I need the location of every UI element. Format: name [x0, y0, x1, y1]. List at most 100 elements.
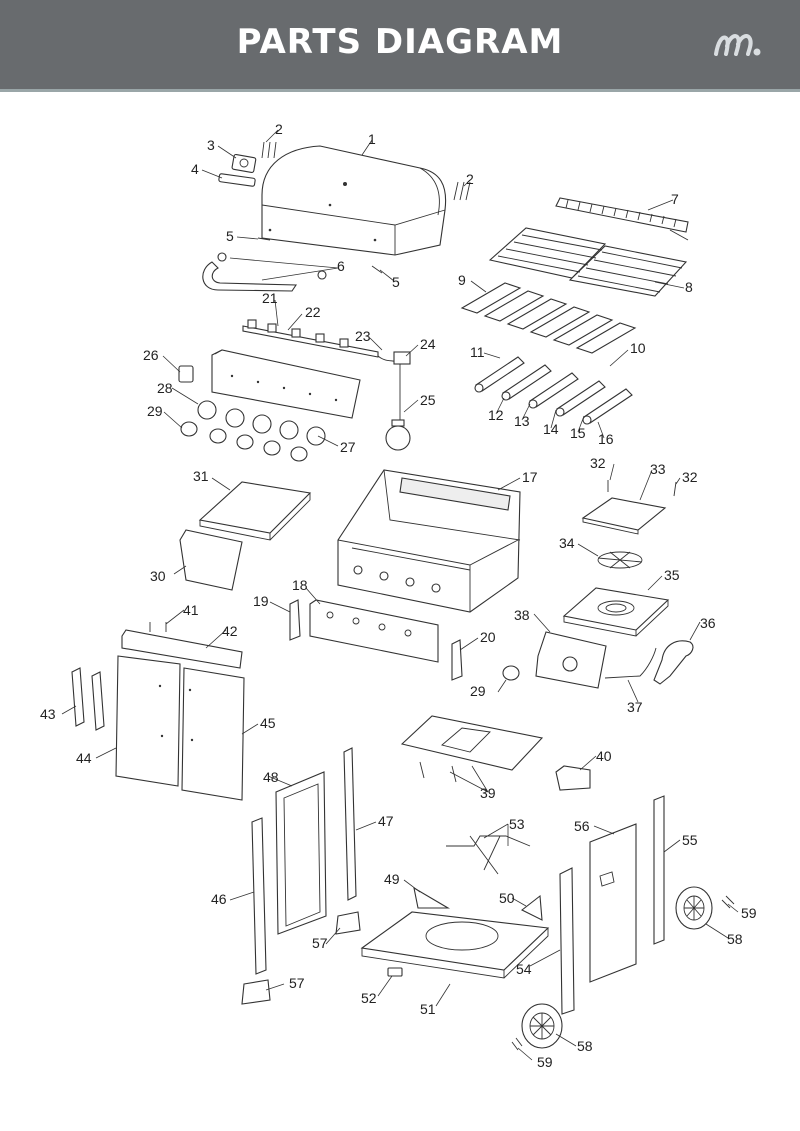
- callout: 10: [630, 340, 646, 356]
- part-side-knob: [502, 665, 520, 681]
- callout: 45: [260, 715, 276, 731]
- callout: 17: [522, 469, 538, 485]
- part-lid-handle: [202, 252, 327, 292]
- part-doors: [115, 655, 245, 801]
- callout: 30: [150, 568, 166, 584]
- callout: 19: [253, 593, 269, 609]
- callout: 15: [570, 425, 586, 441]
- callout: 25: [420, 392, 436, 408]
- part-lid: [261, 145, 447, 256]
- callout: 59: [741, 905, 757, 921]
- callout: 16: [598, 431, 614, 447]
- part-side-burner-control: [535, 631, 607, 689]
- callout: 34: [559, 535, 575, 551]
- callout: 6: [337, 258, 345, 274]
- callout: 55: [682, 832, 698, 848]
- part-control-panel: [211, 349, 361, 419]
- callout: 2: [466, 171, 474, 187]
- callout: 22: [305, 304, 321, 320]
- callout: 28: [157, 380, 173, 396]
- callout: 13: [514, 413, 530, 429]
- part-lower-front-panel: [309, 599, 439, 663]
- part-knobs-bezels: [180, 400, 326, 462]
- part-tank-holder: [446, 835, 531, 875]
- callout: 40: [596, 748, 612, 764]
- callout: 29: [470, 683, 486, 699]
- callout: 58: [577, 1038, 593, 1054]
- callout: 29: [147, 403, 163, 419]
- callout: 41: [183, 602, 199, 618]
- part-bolts-5: [257, 237, 383, 274]
- part-brackets: [289, 599, 463, 681]
- brand-m-logo-icon: [714, 34, 761, 56]
- callout: 37: [627, 699, 643, 715]
- callout: 32: [682, 469, 698, 485]
- callout: 36: [700, 615, 716, 631]
- callout: 1: [368, 131, 376, 147]
- part-grease-tray: [400, 715, 544, 783]
- callout: 14: [543, 421, 559, 437]
- part-hose-regulator: [377, 351, 411, 451]
- callout: 5: [226, 228, 234, 244]
- callout: 21: [262, 290, 278, 306]
- callout: 58: [727, 931, 743, 947]
- callout: 42: [222, 623, 238, 639]
- header-banner: PARTS DIAGRAM: [0, 0, 800, 92]
- callout: 3: [207, 137, 215, 153]
- callout: 4: [191, 161, 199, 177]
- part-shelf-end-cap: [179, 529, 243, 591]
- callout: 24: [420, 336, 436, 352]
- part-flame-tamers: [460, 282, 637, 354]
- part-gas-manifold: [242, 319, 379, 358]
- part-side-burner-grate: [597, 551, 643, 569]
- callout: 26: [143, 347, 159, 363]
- part-clip: [387, 967, 403, 977]
- callout: 50: [499, 890, 515, 906]
- callout: 39: [480, 785, 496, 801]
- callout-labels: 1 2 2 3 4 5 5 6 7 8 9 10 11 12 13 14 15 …: [40, 121, 757, 1070]
- callout: 23: [355, 328, 371, 344]
- callout: 9: [458, 272, 466, 288]
- callout: 54: [516, 961, 532, 977]
- leader-lines: [61, 129, 739, 1061]
- part-warming-rack: [555, 197, 689, 241]
- part-door-handles: [71, 667, 105, 731]
- part-bottom-shelf: [360, 911, 550, 979]
- callout: 18: [292, 577, 308, 593]
- callout: 27: [340, 439, 356, 455]
- part-side-burner-housing: [562, 587, 670, 637]
- callout: 47: [378, 813, 394, 829]
- part-cooking-grates: [488, 227, 688, 297]
- part-side-burner-lid: [581, 480, 677, 535]
- callout: 31: [193, 468, 209, 484]
- callout: 2: [275, 121, 283, 137]
- callout: 32: [590, 455, 606, 471]
- part-corner-brackets: [413, 886, 543, 921]
- callout: 56: [574, 818, 590, 834]
- part-cart-legs-left: [251, 747, 357, 975]
- callout: 48: [263, 769, 279, 785]
- callout: 11: [470, 344, 485, 360]
- part-door-rail: [121, 622, 243, 669]
- callout: 59: [537, 1054, 553, 1070]
- callout: 35: [664, 567, 680, 583]
- callout: 7: [671, 191, 679, 207]
- callout: 44: [76, 750, 92, 766]
- part-side-burner-tube: [604, 640, 694, 685]
- part-wheels: [521, 886, 713, 1049]
- callout: 46: [211, 891, 227, 907]
- callout: 49: [384, 871, 400, 887]
- part-axle-bolts: [511, 895, 735, 1051]
- page-title: PARTS DIAGRAM: [236, 22, 564, 62]
- part-screws-2: [261, 141, 471, 201]
- callout: 8: [685, 279, 693, 295]
- part-nameplate: [218, 173, 256, 187]
- callout: 38: [514, 607, 530, 623]
- part-feet: [241, 911, 361, 1005]
- callout: 12: [488, 407, 504, 423]
- callout: 43: [40, 706, 56, 722]
- callout: 51: [420, 1001, 436, 1017]
- callout: 33: [650, 461, 666, 477]
- callout: 57: [312, 935, 328, 951]
